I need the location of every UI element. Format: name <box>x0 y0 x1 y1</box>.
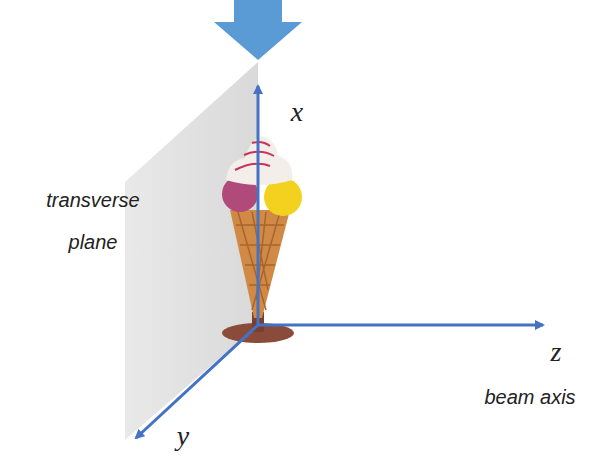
transverse-plane <box>125 62 258 440</box>
axis-name: beam axis <box>484 386 575 409</box>
axis-label: z <box>551 336 562 368</box>
axis-label: x <box>291 96 303 128</box>
down-arrow <box>214 0 302 60</box>
axes <box>136 86 543 438</box>
plane-label: transverse plane <box>28 179 158 263</box>
ice-cream <box>222 136 302 343</box>
axis-label: y <box>177 420 189 452</box>
